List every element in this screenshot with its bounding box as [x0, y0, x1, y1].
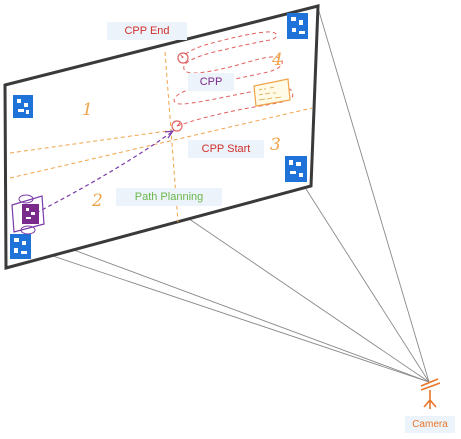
cpp-end-point — [177, 52, 189, 64]
region-number-2: 2 — [92, 191, 103, 211]
region-number-1: 1 — [82, 100, 93, 120]
region-number-3: 3 — [270, 135, 281, 155]
whiteboard-frame — [3, 4, 320, 270]
path-planning-label: Path Planning — [116, 188, 222, 206]
cpp-label: CPP — [188, 73, 234, 91]
cpp-start-label: CPP Start — [188, 140, 264, 158]
fiducial-marker-icon — [10, 234, 31, 259]
cpp-end-label: CPP End — [107, 22, 187, 40]
path-planning-line — [35, 131, 173, 214]
fiducial-marker-icon — [285, 156, 307, 182]
fiducial-marker-icon — [287, 13, 308, 39]
camera-label: Camera — [405, 416, 455, 433]
cpp-start-point — [171, 120, 183, 132]
robot-icon — [11, 194, 45, 235]
camera-sight-lines — [19, 7, 430, 383]
sticky-note-icon — [253, 78, 291, 107]
camera-icon — [420, 378, 441, 409]
fiducial-marker-icon — [13, 95, 33, 118]
region-number-4: 4 — [272, 50, 283, 70]
path-arrowhead — [164, 130, 175, 139]
